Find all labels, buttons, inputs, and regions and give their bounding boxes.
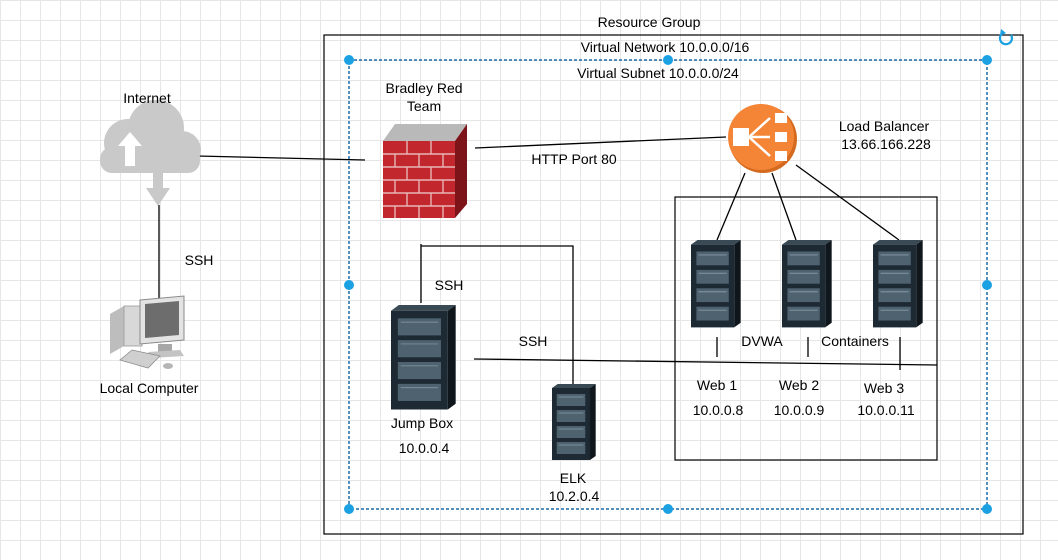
web2-name: Web 2 xyxy=(778,377,820,393)
load-balancer-label: Load Balancer xyxy=(838,118,930,134)
internet-label: Internet xyxy=(123,90,171,106)
firewall-label-line1: Bradley Red xyxy=(385,80,463,96)
virtual-network-label: Virtual Network 10.0.0.0/16 xyxy=(580,39,750,55)
link-lb-web1[interactable] xyxy=(716,172,746,241)
link-firewall-load-balancer[interactable] xyxy=(474,136,727,149)
ssh-internet-label: SSH xyxy=(184,252,214,268)
containers-label: Containers xyxy=(821,333,889,349)
elk-server-icon[interactable] xyxy=(551,383,597,461)
containers-box[interactable] xyxy=(674,196,938,461)
selection-handles[interactable] xyxy=(344,55,992,514)
web1-ip: 10.0.0.8 xyxy=(692,402,744,418)
handle-top-middle[interactable] xyxy=(663,55,673,65)
web2-server-icon[interactable] xyxy=(781,239,833,328)
handle-bottom-left[interactable] xyxy=(344,504,354,514)
load-balancer-icon[interactable] xyxy=(728,104,797,173)
link-lb-web2[interactable] xyxy=(771,172,797,241)
handle-top-right[interactable] xyxy=(982,55,992,65)
handle-top-left[interactable] xyxy=(344,55,354,65)
elk-label: ELK xyxy=(559,470,587,486)
handle-middle-right[interactable] xyxy=(982,280,992,290)
web3-server-icon[interactable] xyxy=(872,239,924,328)
ssh-web-label: SSH xyxy=(518,333,548,349)
web3-name: Web 3 xyxy=(863,380,905,396)
firewall-brick-icon[interactable] xyxy=(383,124,467,218)
handle-bottom-middle[interactable] xyxy=(663,504,673,514)
load-balancer-ip: 13.66.166.228 xyxy=(841,136,931,152)
web1-name: Web 1 xyxy=(696,377,738,393)
desktop-computer-icon[interactable] xyxy=(110,295,185,369)
virtual-subnet-label: Virtual Subnet 10.0.0.0/24 xyxy=(577,65,739,81)
jump-box-label: Jump Box xyxy=(390,415,454,431)
link-internet-firewall[interactable] xyxy=(196,155,366,161)
ssh-jump-label: SSH xyxy=(434,277,464,293)
jump-box-server-icon[interactable] xyxy=(390,304,457,410)
refresh-icon[interactable] xyxy=(998,29,1014,46)
connection-lines xyxy=(158,136,938,384)
firewall-label-line2: Team xyxy=(406,98,442,114)
resource-group-label: Resource Group xyxy=(597,14,701,30)
cloud-upload-icon[interactable] xyxy=(100,100,201,206)
handle-bottom-right[interactable] xyxy=(982,504,992,514)
link-firewall-elk[interactable] xyxy=(421,245,574,384)
link-lb-web3[interactable] xyxy=(795,164,900,241)
link-jump-box-web[interactable] xyxy=(473,358,938,366)
web3-ip: 10.0.0.11 xyxy=(857,402,915,418)
jump-box-ip: 10.0.0.4 xyxy=(398,440,450,456)
resource-group-box[interactable] xyxy=(323,34,1024,535)
local-computer-label: Local Computer xyxy=(99,380,199,396)
web1-server-icon[interactable] xyxy=(690,239,742,328)
handle-middle-left[interactable] xyxy=(344,280,354,290)
elk-ip: 10.2.0.4 xyxy=(548,488,600,504)
dvwa-label: DVWA xyxy=(741,333,783,349)
web2-ip: 10.0.0.9 xyxy=(773,402,825,418)
http-connection-label: HTTP Port 80 xyxy=(531,151,617,167)
